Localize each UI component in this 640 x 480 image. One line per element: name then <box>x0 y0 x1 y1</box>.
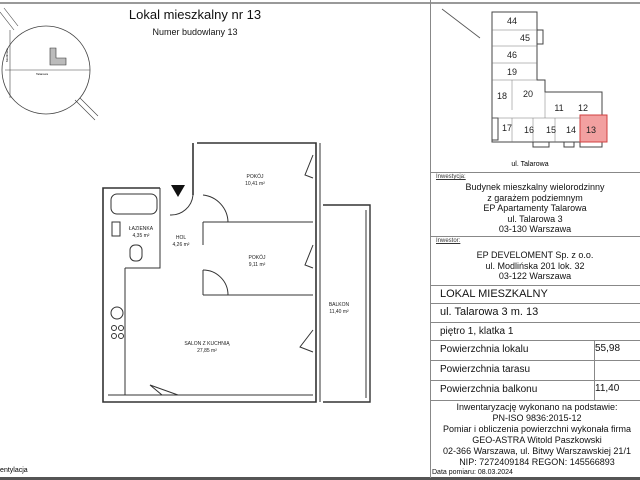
page-subtitle: Numer budowlany 13 <box>152 27 238 37</box>
investment-line: 03-130 Warszawa <box>498 224 572 234</box>
room-area-balkon: 11,40 m² <box>329 309 349 315</box>
floor-row: piętro 1, klatka 1 <box>430 322 640 341</box>
unit-label: 19 <box>507 67 517 77</box>
room-area-lazienka: 4,35 m² <box>133 233 150 239</box>
unit-label: 14 <box>566 125 576 135</box>
unit-label: 44 <box>507 16 517 26</box>
area-label: Powierzchnia balkonu <box>440 384 538 395</box>
investment-line: ul. Talarowa 3 <box>507 213 563 224</box>
street-label: ul. Talarowa <box>511 161 548 168</box>
investment-line: Budynek mieszkalny wielorodzinny <box>465 182 605 192</box>
street-label-talarowa: Talarowa <box>36 72 48 76</box>
investment-section: Inwestycja: Budynek mieszkalny wielorodz… <box>430 172 640 236</box>
investment-label: Inwestycja: <box>436 174 466 180</box>
address-row: ul. Talarowa 3 m. 13 <box>430 303 640 323</box>
room-name-balkon: BALKON <box>329 302 350 308</box>
investment-line: EP Apartamenty Talarowa <box>483 203 587 213</box>
north-arrow-icon <box>441 8 481 39</box>
unit-label: 17 <box>502 123 512 133</box>
room-area-salon: 27,85 m² <box>197 348 217 354</box>
investor-line: EP DEVELOMENT Sp. z o.o. <box>476 250 594 260</box>
room-area-pokoj-2: 9,11 m² <box>249 262 266 268</box>
measurement-date: Data pomiaru: 08.03.2024 <box>432 469 513 476</box>
footer-line: PN-ISO 9836:2015-12 <box>492 413 582 423</box>
highlighted-unit-13 <box>579 114 608 143</box>
room-name-hol: HOL <box>176 235 187 241</box>
unit-label: 45 <box>520 33 530 43</box>
surveyor-section: Inwentaryzację wykonano na podstawie: PN… <box>430 400 640 478</box>
area-value: 11,40 <box>595 383 620 394</box>
investor-section: Inwestor: EP DEVELOMENT Sp. z o.o. ul. M… <box>430 236 640 285</box>
area-row: Powierzchnia tarasu <box>430 360 640 381</box>
area-label: Powierzchnia tarasu <box>440 364 531 375</box>
room-name-lazienka: ŁAZIENKA <box>129 226 154 232</box>
room-name-pokoj-2: POKÓJ <box>249 254 266 261</box>
top-border <box>0 2 640 4</box>
room-name-salon: SALON Z KUCHNIĄ <box>184 341 230 347</box>
unit-label: 18 <box>497 91 507 101</box>
unit-type: LOKAL MIESZKALNY <box>440 288 548 300</box>
building-key-plan: 44 45 46 19 18 20 11 12 17 16 15 14 13 u… <box>441 8 608 168</box>
investment-line: z garażem podziemnym <box>487 192 583 203</box>
room-area-hol: 4,26 m² <box>173 242 190 248</box>
investor-line: ul. Modlińska 201 lok. 32 <box>485 260 585 271</box>
unit-label: 15 <box>546 125 556 135</box>
unit-label: 11 <box>554 103 563 113</box>
building-footprint <box>49 47 67 66</box>
investor-label: Inwestor: <box>436 238 461 244</box>
footer-line: 02-366 Warszawa, ul. Bitwy Warszawskiej … <box>443 446 631 456</box>
unit-label: 12 <box>578 103 588 113</box>
bottom-border <box>0 477 640 480</box>
area-column-divider <box>594 340 595 400</box>
unit-label: 46 <box>507 50 517 60</box>
street-label-modlinska: Modlińska <box>5 48 9 62</box>
footer-line: Pomiar i obliczenia powierzchni wykonała… <box>442 424 632 434</box>
unit-address: ul. Talarowa 3 m. 13 <box>440 306 539 318</box>
area-value: 55,98 <box>595 343 621 354</box>
location-map: Talarowa Modlińska <box>0 7 99 121</box>
entrance-marker-icon <box>171 185 185 197</box>
room-area-pokoj-1: 10,41 m² <box>245 181 265 187</box>
unit-floor: piętro 1, klatka 1 <box>440 326 514 337</box>
unit-label-highlighted: 13 <box>586 125 596 135</box>
info-panel <box>430 0 640 478</box>
unit-label: 20 <box>523 89 533 99</box>
legend-ventilation: wentylacja <box>0 467 28 474</box>
page-title: Lokal mieszkalny nr 13 <box>128 7 262 22</box>
unit-label: 16 <box>524 125 534 135</box>
area-row: Powierzchnia lokalu <box>430 340 640 361</box>
room-name-pokoj-1: POKÓJ <box>247 173 264 180</box>
footer-line: Inwentaryzację wykonano na podstawie: <box>456 402 618 412</box>
area-row: Powierzchnia balkonu <box>430 380 640 401</box>
footer-line: NIP: 7272409184 REGON: 145566893 <box>459 457 615 467</box>
area-label: Powierzchnia lokalu <box>440 344 529 355</box>
unit-type-row: LOKAL MIESZKALNY <box>430 285 640 304</box>
footer-line: GEO-ASTRA Witold Paszkowski <box>472 435 602 445</box>
apartment-floor-plan: POKÓJ 10,41 m² POKÓJ 9,11 m² ŁAZIENKA 4,… <box>0 142 371 474</box>
investor-line: 03-122 Warszawa <box>498 271 572 281</box>
